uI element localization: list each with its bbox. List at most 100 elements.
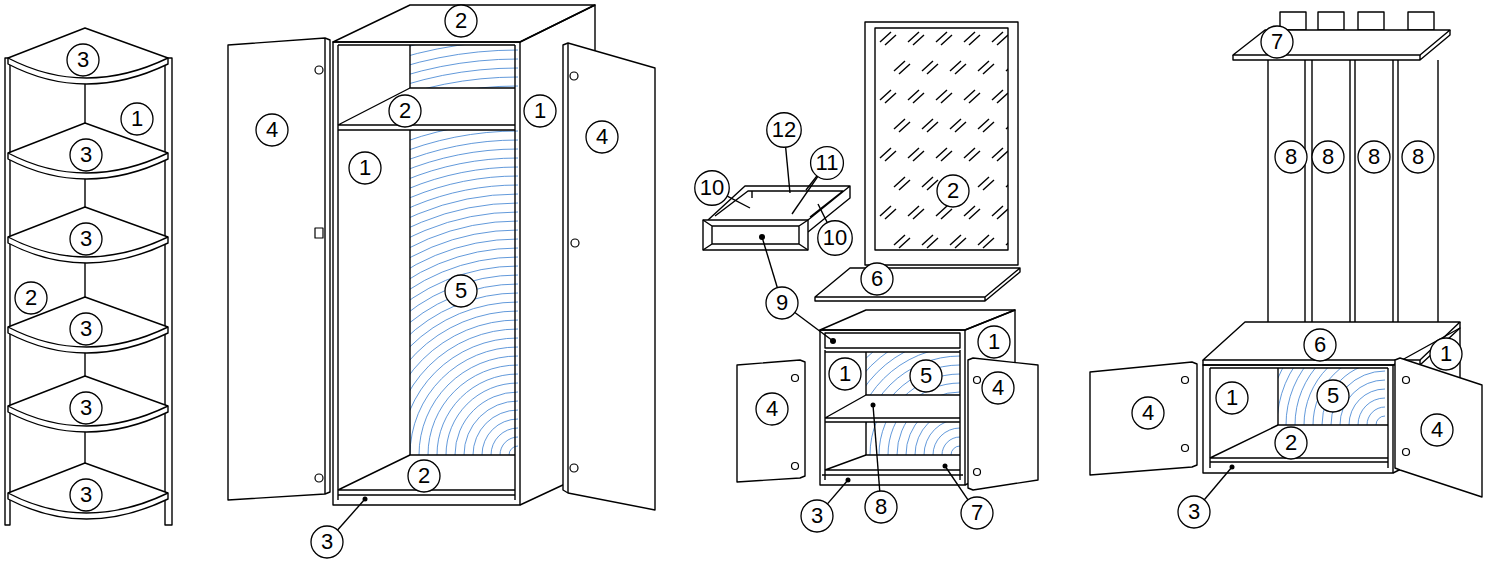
grain-line [1349, 389, 1385, 425]
mirror-shelf [815, 268, 1020, 301]
grain-line [1376, 416, 1385, 425]
glass-stroke [908, 206, 924, 219]
mirror-cabinet [703, 22, 1095, 565]
callout-number: 7 [1271, 31, 1283, 53]
callout-circle [70, 313, 102, 345]
callout-number: 4 [1431, 419, 1443, 441]
glass-stroke [950, 235, 966, 248]
callout-circle [865, 491, 897, 523]
callout-number: 2 [25, 287, 37, 309]
door-handle [315, 228, 323, 238]
callout-number: 5 [920, 365, 932, 387]
callout-number: 6 [1314, 334, 1326, 356]
wardrobe-top [333, 5, 595, 42]
callout-number: 11 [816, 152, 839, 174]
grain-line [284, 221, 752, 565]
callout-number: 3 [321, 531, 333, 553]
callout-number: 1 [1440, 343, 1452, 365]
callout-circle [1421, 414, 1453, 446]
callout-circle [982, 372, 1014, 404]
glass-stroke [880, 90, 896, 103]
callout-circle [1178, 496, 1210, 528]
grain-line [1278, 368, 1385, 425]
side-board [165, 58, 172, 525]
glass-stroke [880, 148, 896, 161]
glass-stroke [908, 148, 924, 161]
glass-stroke [978, 177, 994, 190]
door-left [737, 360, 805, 482]
wood-grain [825, 320, 1095, 565]
callout-circle [1312, 141, 1344, 173]
drawer-slot [825, 333, 960, 348]
bench-shelf [1210, 425, 1388, 462]
grain-line [275, 212, 761, 565]
leader-line [338, 499, 365, 530]
corner-shelf-board [8, 28, 168, 84]
glass-stroke [1006, 177, 1008, 190]
grain-line [68, 5, 968, 565]
callout-circle [961, 497, 993, 529]
callout-circle [1402, 141, 1434, 173]
callout-number: 5 [455, 280, 467, 302]
glass-stroke [1006, 119, 1008, 132]
back-corner-line [84, 179, 85, 207]
callout-circle [829, 358, 861, 390]
door-edge [324, 38, 325, 494]
wardrobe-front [333, 42, 520, 505]
cabinet-top [820, 310, 1015, 330]
callout-circle [389, 95, 421, 127]
hinge [792, 463, 799, 470]
callout-circle [756, 393, 788, 425]
callout-circle [524, 95, 556, 127]
callout-circle [978, 326, 1010, 358]
callout-number: 1 [534, 100, 546, 122]
callout-number: 2 [399, 100, 411, 122]
hinge [315, 66, 323, 74]
glass-stroke [964, 32, 980, 45]
callout-number: 5 [1327, 385, 1339, 407]
hinge [792, 375, 799, 382]
callout-circle [67, 44, 99, 76]
grain-line [1367, 407, 1385, 425]
glass-stroke [894, 61, 910, 74]
wood-grain [1278, 368, 1385, 425]
grain-line [320, 257, 716, 565]
callout-circle [256, 114, 288, 146]
grain-line [825, 320, 1095, 565]
grain-line [1358, 398, 1385, 425]
callout-number: 3 [80, 228, 92, 250]
glass-stroke [880, 32, 896, 45]
callout-circle [811, 147, 844, 180]
grain-line [1304, 368, 1385, 425]
grain-line [77, 14, 959, 565]
callout-number: 7 [971, 502, 983, 524]
bench-top [1203, 322, 1460, 360]
corner-shelf-board [8, 463, 168, 519]
callout-number: 3 [80, 144, 92, 166]
callout-circle [70, 479, 102, 511]
callout-circle [70, 139, 102, 171]
callout-circle [445, 275, 477, 307]
corner-shelf-board [8, 207, 168, 263]
glass-stroke [992, 90, 1008, 103]
glass-stroke [908, 90, 924, 103]
hinge [315, 474, 323, 482]
leader-line [786, 147, 790, 193]
inner-edges [825, 350, 960, 480]
hook [1358, 12, 1384, 30]
callout-circle [818, 221, 852, 255]
glass-stroke [894, 119, 910, 132]
door-edge [567, 43, 568, 493]
callout-number: 4 [1142, 402, 1154, 424]
callout-circle [1317, 380, 1349, 412]
grain-line [1295, 368, 1385, 425]
callout-number: 8 [1368, 146, 1380, 168]
callout-number: 10 [700, 177, 724, 199]
glass-hatch [880, 32, 1008, 248]
grain-line [95, 32, 941, 565]
callout-circle [311, 526, 343, 558]
callout-number: 3 [1188, 501, 1200, 523]
glass-stroke [1006, 61, 1008, 74]
hook [1408, 12, 1434, 30]
